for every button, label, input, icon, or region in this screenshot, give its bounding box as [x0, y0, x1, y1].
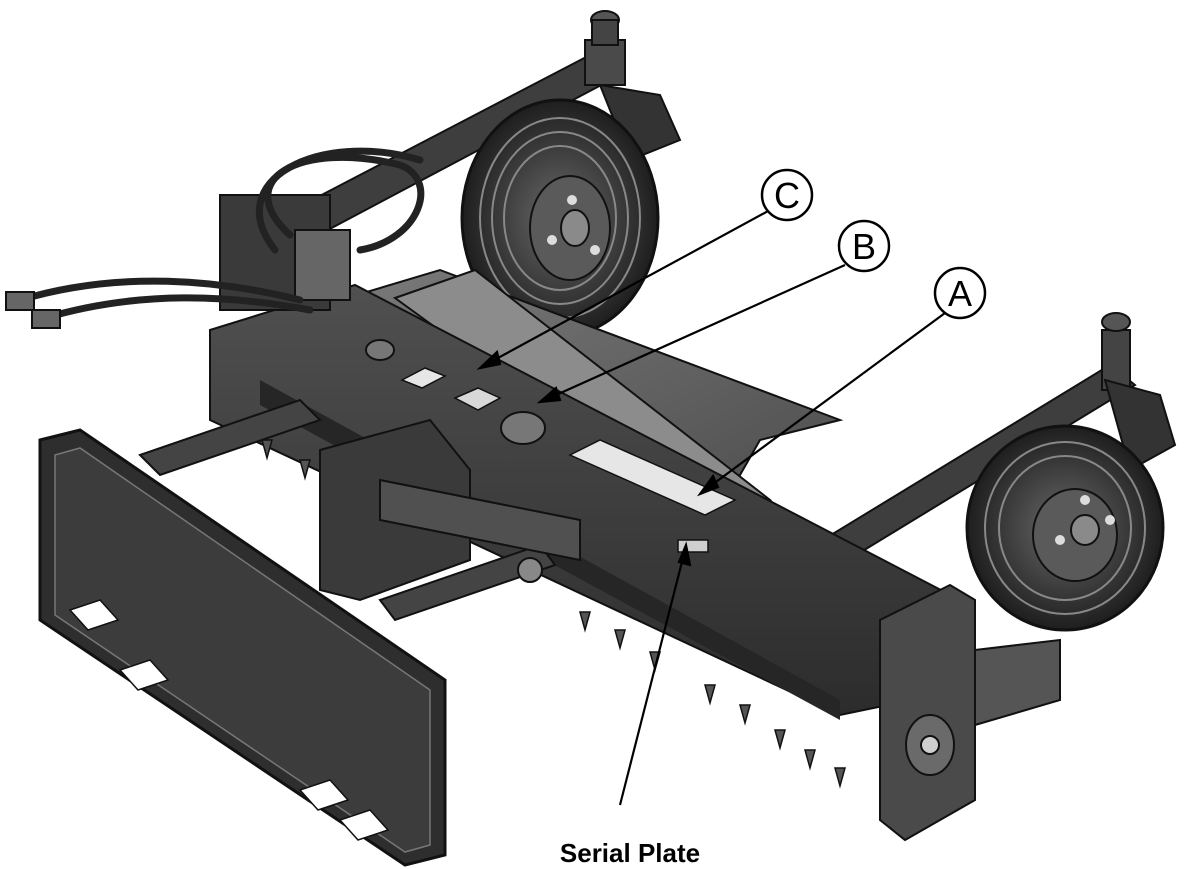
callout-circle	[760, 168, 814, 222]
callout-label: C	[774, 175, 800, 216]
callout-circle	[933, 266, 987, 320]
leader-line-a	[704, 312, 946, 491]
leader-line-b	[544, 263, 846, 402]
callout-circle	[837, 219, 891, 273]
hose-coupler	[5, 291, 35, 311]
arrowhead-a	[696, 473, 720, 497]
serial-plate-caption: Serial Plate	[560, 838, 700, 868]
linkage	[138, 398, 581, 622]
rotor-teeth	[261, 439, 846, 789]
callout-label: B	[852, 226, 876, 267]
arrowhead-b	[536, 386, 562, 404]
skid-steer-mount-plate	[38, 428, 447, 867]
hose-coupler	[31, 309, 61, 329]
arrowhead-c	[476, 349, 502, 370]
callout-c: C	[760, 168, 814, 222]
front-wheel-arm	[788, 312, 1177, 582]
callout-label: A	[948, 273, 972, 314]
hydraulic-hoses	[16, 147, 425, 322]
leader-line-serial-plate	[618, 549, 687, 806]
leader-line-c	[484, 209, 771, 366]
arrowhead-serial-plate	[677, 541, 692, 567]
leader-lines	[476, 209, 946, 806]
front-wheel	[965, 424, 1165, 632]
rear-wheel	[460, 98, 660, 338]
callout-a: A	[933, 266, 987, 320]
callout-b: B	[837, 219, 891, 273]
